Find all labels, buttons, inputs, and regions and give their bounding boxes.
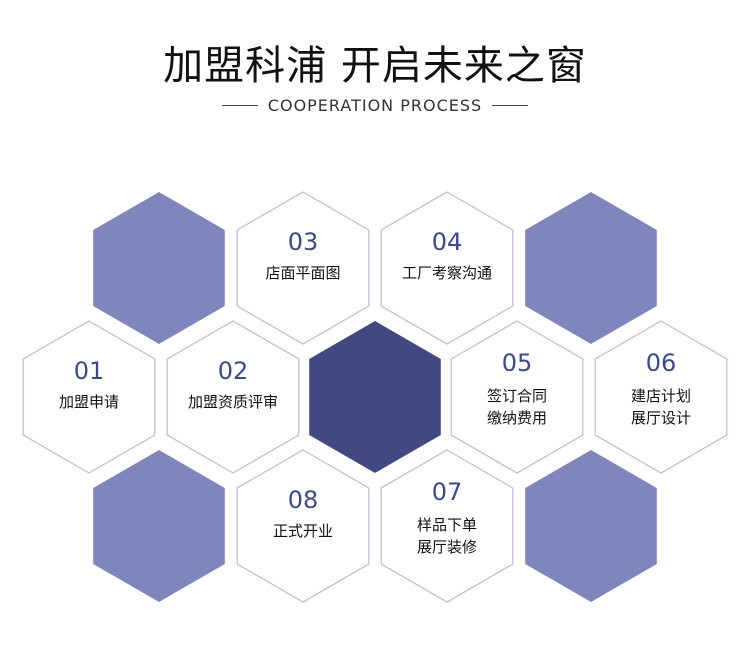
step-label-line: 正式开业	[273, 522, 333, 540]
page-title: 加盟科浦 开启未来之窗	[163, 43, 587, 89]
hexagon-shape	[93, 192, 225, 344]
step-hexagon-04: 04 工厂考察沟通	[380, 191, 514, 345]
hexagon-shape	[22, 320, 156, 474]
step-label-line: 店面平面图	[265, 264, 340, 282]
step-label-line: 签订合同	[487, 387, 547, 405]
step-number: 08	[288, 486, 319, 514]
hexagon-shape	[594, 320, 728, 474]
decorative-hexagon-dark	[309, 321, 441, 473]
step-hexagon-01: 01 加盟申请	[22, 320, 156, 474]
step-hexagon-08: 08 正式开业	[236, 449, 370, 603]
decorative-hexagon-light	[525, 450, 657, 602]
step-label-line: 工厂考察沟通	[402, 264, 492, 282]
step-label-line: 建店计划	[631, 387, 691, 405]
step-number: 03	[288, 228, 319, 256]
step-number: 04	[432, 228, 463, 256]
page-subtitle: COOPERATION PROCESS	[267, 95, 483, 115]
step-label-line: 加盟资质评审	[188, 393, 278, 411]
hexagon-shape	[380, 449, 514, 603]
hexagon-shape	[525, 192, 657, 344]
subtitle-row: COOPERATION PROCESS	[0, 94, 750, 116]
decorative-hexagon-light	[93, 192, 225, 344]
subtitle-right-rule	[492, 104, 529, 106]
hexagon-shape	[93, 450, 225, 602]
decorative-hexagon-light	[93, 450, 225, 602]
hexagon-shape	[309, 321, 441, 473]
step-label-line: 展厅装修	[417, 538, 477, 556]
subtitle-left-rule	[221, 104, 258, 106]
hexagon-shape	[166, 320, 300, 474]
step-number: 01	[74, 357, 105, 385]
step-label-line: 缴纳费用	[487, 409, 547, 427]
step-number: 06	[646, 349, 677, 377]
step-hexagon-03: 03 店面平面图	[236, 191, 370, 345]
hexagon-shape	[380, 191, 514, 345]
step-number: 07	[432, 478, 463, 506]
step-number: 05	[502, 349, 533, 377]
step-label-line: 样品下单	[417, 516, 477, 534]
step-label-line: 加盟申请	[59, 393, 119, 411]
step-label-line: 展厅设计	[631, 409, 691, 427]
step-hexagon-02: 02 加盟资质评审	[166, 320, 300, 474]
hexagon-shape	[525, 450, 657, 602]
hexagon-shape	[450, 320, 584, 474]
hexagon-shape	[236, 191, 370, 345]
hexagon-shape	[236, 449, 370, 603]
step-number: 02	[218, 357, 249, 385]
decorative-hexagon-light	[525, 192, 657, 344]
